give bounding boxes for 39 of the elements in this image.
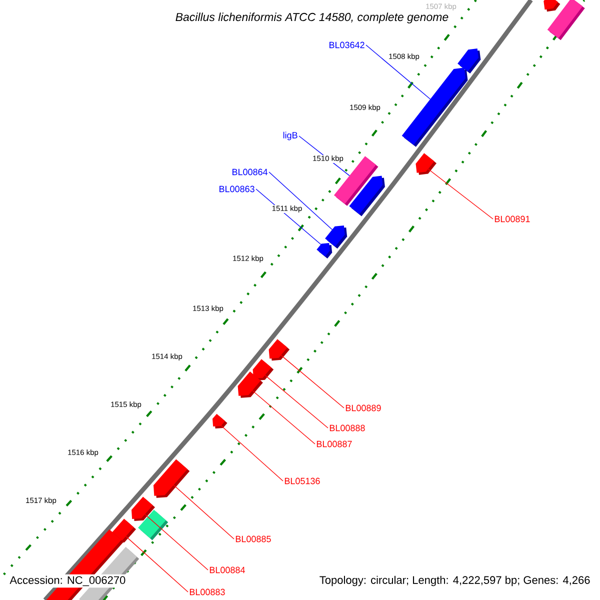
gene-feature xyxy=(547,0,585,40)
gene-label: BL00883 xyxy=(190,588,225,596)
leader-line xyxy=(366,44,431,100)
gene-label: BL00891 xyxy=(494,216,530,222)
gene-label: BL00888 xyxy=(330,424,365,432)
gene-label: BL00887 xyxy=(316,440,352,448)
gene-feature xyxy=(212,414,228,429)
leader-line xyxy=(268,172,333,230)
gene-feature xyxy=(153,459,190,498)
gene-feature xyxy=(416,153,436,175)
leader-line xyxy=(144,514,208,570)
gene-feature xyxy=(402,68,468,147)
footer-text: Topology: circular; Length: 4,222,597 bp; Genes: 4,266 xyxy=(318,574,592,588)
gene-feature xyxy=(138,510,168,540)
leader-line xyxy=(280,354,344,408)
gene-feature xyxy=(252,359,274,381)
title: Bacillus licheniformis ATCC 14580, complete genome xyxy=(176,12,448,24)
leader-line xyxy=(173,484,234,540)
gene-label: BL00885 xyxy=(236,536,271,542)
gene-feature xyxy=(238,372,263,398)
leader-line xyxy=(252,390,316,444)
gene-feature xyxy=(349,176,385,216)
gene-label: BL05136 xyxy=(284,478,320,484)
leader-line xyxy=(428,168,494,220)
gene-label: BL00884 xyxy=(210,566,245,574)
gene-label: BL00889 xyxy=(346,404,381,412)
gene-label: BL00863 xyxy=(220,186,254,192)
gene-feature xyxy=(268,339,290,361)
gene-label: BL00864 xyxy=(232,168,268,176)
gene-label: BL03642 xyxy=(330,42,364,48)
leader-line xyxy=(220,425,284,482)
leader-line xyxy=(256,188,322,245)
gene-feature xyxy=(544,0,560,12)
gene-label: ligB xyxy=(283,132,298,140)
leader-line xyxy=(264,374,328,428)
leader-line xyxy=(126,536,188,592)
gene-feature xyxy=(316,242,332,258)
footer-text: Accession: NC_006270 xyxy=(8,574,128,588)
gene-feature xyxy=(325,225,348,249)
